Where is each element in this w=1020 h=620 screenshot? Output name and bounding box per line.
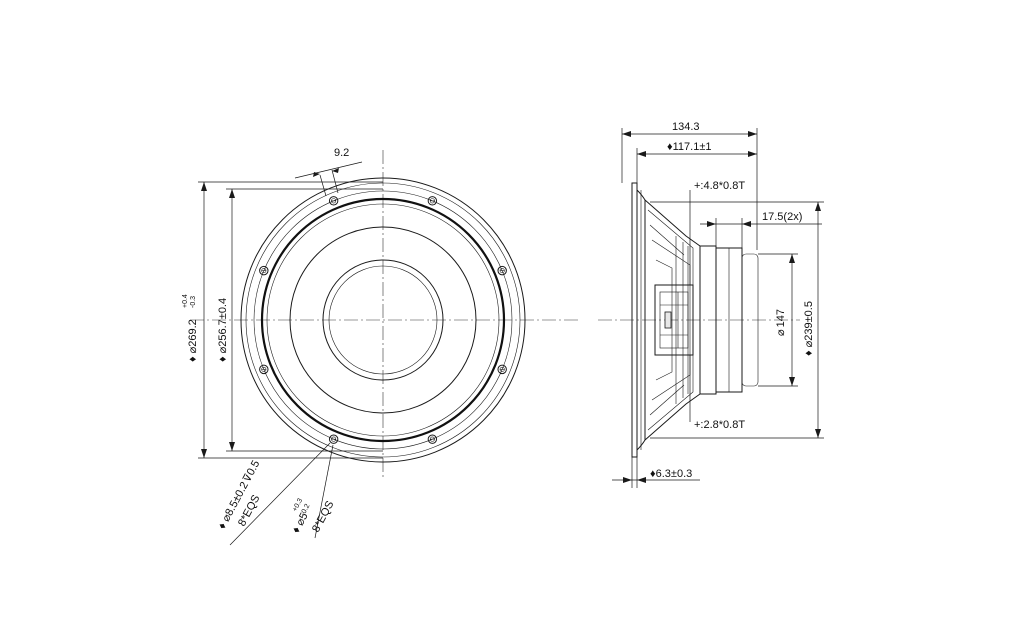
dust-cap-inner: [328, 265, 438, 375]
hole-b-tol-minus: -0.2: [300, 503, 312, 517]
dust-cap-outer: [322, 259, 444, 381]
body-diameter-label: ♦⌀239±0.5: [803, 301, 815, 356]
overall-depth-label: 134.3: [672, 121, 700, 133]
hole-b-count: 8*EQS: [310, 499, 336, 534]
outer-diameter-tol-minus: -0.3: [190, 296, 197, 308]
outer-diameter-label: ♦⌀269.2: [187, 319, 199, 362]
side-view: 134.3 ♦117.1±1 +:4.8*0.8T +:2.8*0.8T: [598, 121, 824, 488]
mounting-hole: [427, 434, 438, 444]
mounting-hole: [497, 265, 507, 276]
basket: [644, 199, 701, 441]
dim-flange-thickness: ♦6.3±0.3: [612, 457, 700, 488]
frame-outer-ring: [240, 177, 526, 463]
bolt-circle: [253, 190, 513, 450]
mount-depth-label: ♦117.1±1: [667, 141, 712, 153]
hole-b-callout: ♦⌀5: [290, 511, 311, 536]
dim-bolt-spacing: 9.2: [294, 147, 363, 197]
mounting-hole: [427, 196, 438, 206]
mounting-hole: [259, 364, 269, 375]
terminal-minus-label: +:2.8*0.8T: [694, 419, 745, 431]
dim-body-diameter: ♦⌀239±0.5: [650, 201, 824, 439]
magnet-diameter-label: ⌀147: [775, 309, 787, 336]
surround-inner-edge: [266, 203, 500, 437]
mounting-hole: [328, 196, 339, 206]
surround-outer-edge: [260, 197, 506, 443]
frame-flange-ring: [245, 182, 521, 458]
mounting-hole: [497, 364, 507, 375]
magnet-assembly: [699, 245, 759, 395]
outer-diameter-tol-plus: +0.4: [182, 294, 189, 308]
flange-thickness-label: ♦6.3±0.3: [650, 468, 692, 480]
terminal-callouts: +:4.8*0.8T +:2.8*0.8T: [689, 180, 745, 431]
front-view: 9.2 ♦⌀269.2 +0.4 -0.3 ♦⌀256.7±0.4: [182, 147, 580, 546]
magnet-height-label: 17.5(2x): [762, 211, 802, 223]
dim-magnet-diameter: ⌀147: [758, 253, 798, 387]
dim-outer-diameter: ♦⌀269.2 +0.4 -0.3: [182, 181, 383, 459]
mounting-hole: [328, 434, 339, 444]
cone-edge: [289, 226, 477, 414]
dim-overall-depth: 134.3: [621, 121, 758, 250]
dim-magnet-height: 17.5(2x): [700, 211, 822, 248]
leader-hole-a: [229, 442, 331, 546]
bolt-spacing-label: 9.2: [334, 147, 349, 159]
dim-mount-depth: ♦117.1±1: [636, 141, 757, 183]
dim-cutout-diameter: ♦⌀256.7±0.4: [217, 188, 383, 452]
mounting-hole: [259, 265, 269, 276]
cutout-diameter-label: ♦⌀256.7±0.4: [217, 298, 229, 362]
mounting-holes: [259, 196, 507, 444]
terminal-plus-label: +:4.8*0.8T: [694, 180, 745, 192]
leader-hole-b: [314, 444, 334, 539]
